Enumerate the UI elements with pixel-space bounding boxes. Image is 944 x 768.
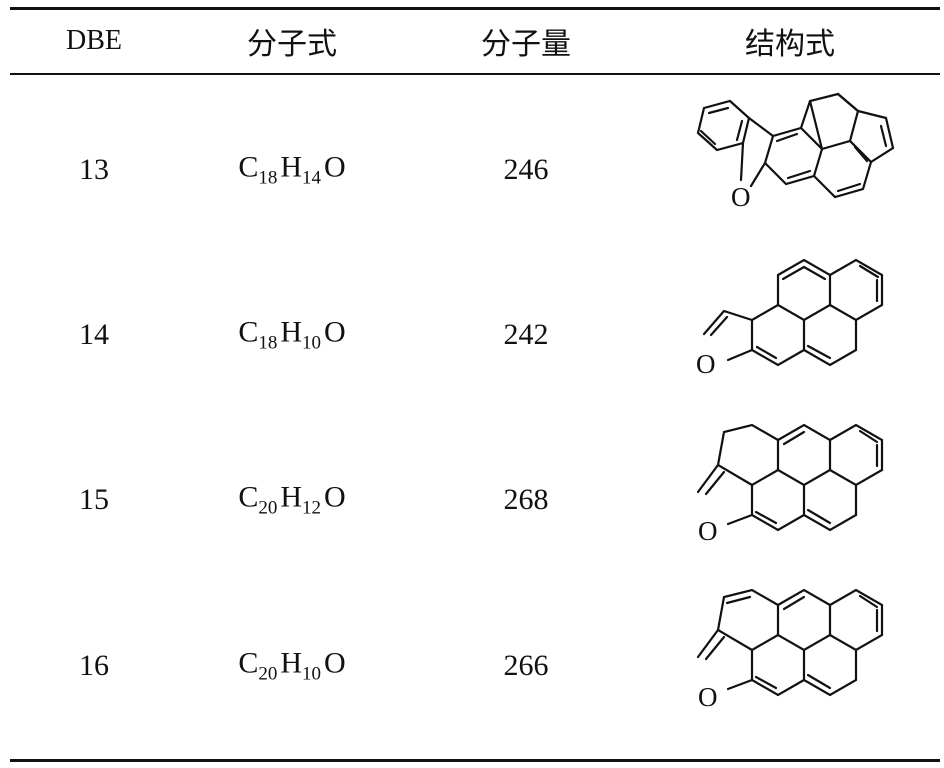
header-dbe: DBE	[66, 25, 122, 56]
row-3-dbe: 15	[79, 483, 109, 516]
table-top-rule	[10, 7, 940, 10]
header-formula: 分子式	[247, 28, 337, 61]
header-mass: 分子量	[481, 28, 571, 61]
row-3-mass: 268	[503, 483, 549, 516]
table-header-rule	[10, 73, 940, 75]
structure-1-oxygen-label: O	[731, 182, 751, 212]
row-2-mass: 242	[503, 318, 549, 351]
structure-4-oxygen-label: O	[698, 682, 718, 712]
structure-3-image: O	[696, 423, 884, 546]
row-4-mass: 266	[503, 649, 549, 682]
row-4-dbe: 16	[79, 649, 109, 682]
structure-2-oxygen-label: O	[696, 349, 716, 379]
header-structure: 结构式	[745, 28, 835, 61]
row-1-dbe: 13	[79, 153, 109, 186]
structure-2-image: O	[696, 258, 884, 379]
structure-1-image: O	[696, 92, 895, 212]
structure-4-image: O	[696, 588, 884, 712]
table-bottom-rule	[10, 759, 940, 762]
structure-3-oxygen-label: O	[698, 516, 718, 546]
row-1-mass: 246	[503, 153, 549, 186]
row-2-dbe: 14	[79, 318, 109, 351]
